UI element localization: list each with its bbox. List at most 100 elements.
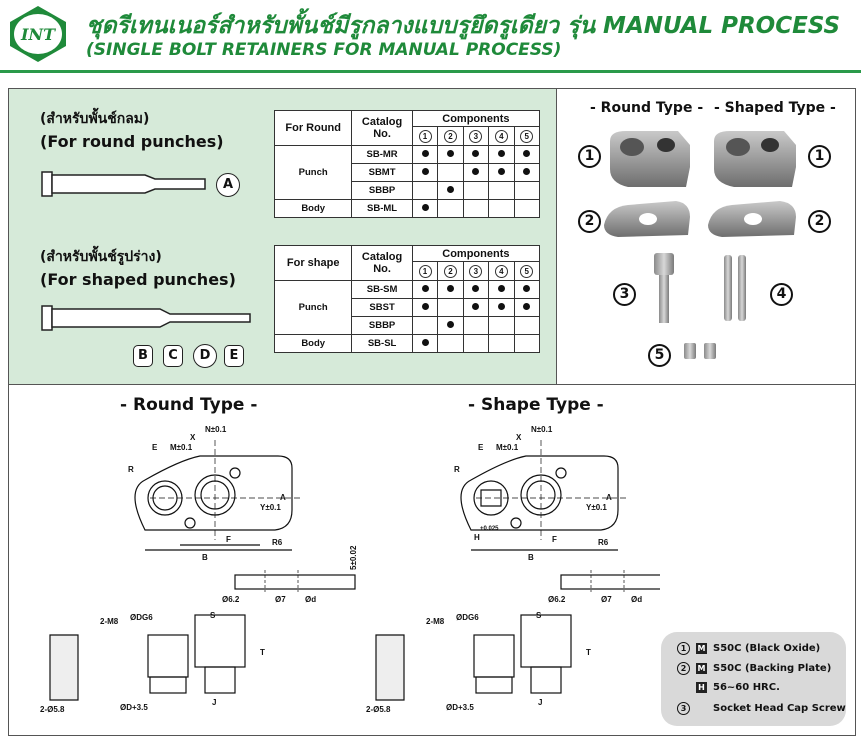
check-dot	[421, 150, 429, 157]
catalog-no: SBBP	[351, 316, 413, 335]
check-dot	[523, 168, 531, 175]
component-number: 4	[494, 264, 508, 278]
photo-shaped-type-title: - Shaped Type -	[714, 100, 836, 116]
group-label: Punch	[273, 145, 353, 200]
table-row: Body SB-ML	[273, 199, 541, 218]
dim-m: M±0.1	[496, 443, 519, 452]
shape-components-table: For shape Catalog No. Components 1 2 3 4…	[273, 244, 541, 353]
check-dot	[446, 321, 454, 328]
group-label: Body	[273, 199, 353, 218]
dim-a: A	[606, 493, 612, 502]
dim-n: N±0.1	[205, 425, 227, 434]
table-row: Punch SB-SM	[273, 280, 541, 335]
component-number: 2	[443, 129, 457, 143]
content-frame	[8, 88, 856, 736]
check-dot	[421, 285, 429, 292]
technical-drawings: N±0.1 X M±0.1 E R Y±0.1 A F B R6 Ø6.2 Ø7…	[40, 425, 660, 714]
dim-t: T	[260, 648, 265, 657]
shape-section-view	[560, 570, 660, 592]
callout-2-left: 2	[578, 210, 601, 233]
dim-dg6: ØDG6	[130, 613, 153, 622]
callout-4: 4	[770, 283, 793, 306]
component-number: 5	[520, 264, 534, 278]
check-dot	[446, 150, 454, 157]
catalog-no: SB-SM	[351, 280, 413, 299]
legend-mark: H	[696, 682, 707, 693]
tag-e: E	[224, 345, 244, 367]
header: INT ชุดรีเทนเนอร์สำหรับพั้นช์มีรูกลางแบบ…	[0, 0, 861, 72]
component-number: 5	[520, 129, 534, 143]
legend-text: S50C (Black Oxide)	[713, 643, 821, 654]
check-dot	[421, 168, 429, 175]
tag-c: C	[163, 345, 183, 367]
catalog-no: SBBP	[351, 181, 413, 200]
tag-a: A	[216, 173, 240, 197]
dim-dg6: ØDG6	[456, 613, 479, 622]
header-divider	[0, 70, 861, 73]
dim-m8: 2-M8	[100, 617, 119, 626]
check-dot	[472, 303, 480, 310]
table-header: Catalog No.	[351, 110, 413, 146]
dim-f: F	[552, 535, 557, 544]
legend-mark: M	[696, 663, 707, 674]
callout-1-left: 1	[578, 145, 601, 168]
round-punch-drawing	[41, 171, 206, 197]
dim-dd: Ød	[305, 595, 316, 604]
table-row: Punch SB-MR	[273, 145, 541, 200]
dim-x: X	[190, 433, 196, 442]
table-header: Components	[411, 244, 541, 263]
dim-j: J	[212, 698, 216, 707]
dim-h: H	[474, 533, 480, 542]
dim-five: 5±0.02	[349, 545, 358, 570]
dim-e: E	[152, 443, 158, 452]
dowel-pins-photo	[724, 255, 746, 321]
dim-hole: 2-Ø5.8	[366, 705, 391, 714]
check-dot	[497, 150, 505, 157]
dim-r6: R6	[598, 538, 609, 547]
dim-n: N±0.1	[531, 425, 553, 434]
round-side-view	[49, 614, 246, 701]
dim-h-tol: +0.025	[480, 526, 499, 532]
check-dot	[497, 168, 505, 175]
round-top-view	[134, 440, 300, 551]
dim-a: A	[280, 493, 286, 502]
catalog-no: SB-ML	[351, 199, 413, 218]
int-logo: INT	[10, 6, 66, 62]
dim-d7: Ø7	[601, 595, 612, 604]
check-dot	[421, 204, 429, 211]
product-photos-panel	[557, 89, 855, 385]
component-number: 3	[469, 264, 483, 278]
dim-m: M±0.1	[170, 443, 193, 452]
check-dot	[472, 150, 480, 157]
dim-b: B	[202, 553, 208, 562]
callout-3: 3	[613, 283, 636, 306]
component-number: 4	[494, 129, 508, 143]
dim-t: T	[586, 648, 591, 657]
shaped-backing-plate-photo	[708, 201, 796, 237]
shaped-retainer-block-photo	[714, 131, 796, 187]
dim-r6: R6	[272, 538, 283, 547]
check-dot	[472, 168, 480, 175]
shape-side-view	[375, 614, 572, 701]
table-header: Components	[411, 109, 541, 128]
catalog-no: SB-SL	[351, 334, 413, 353]
product-photos	[604, 131, 796, 359]
check-dot	[523, 150, 531, 157]
legend-mark: M	[696, 643, 707, 654]
component-number: 2	[443, 264, 457, 278]
dim-r: R	[454, 465, 460, 474]
tag-b: B	[133, 345, 153, 367]
check-dot	[497, 303, 505, 310]
check-dot	[472, 285, 480, 292]
legend-number: 3	[677, 702, 690, 715]
component-number: 1	[418, 129, 432, 143]
legend-text: Socket Head Cap Screw	[713, 703, 846, 714]
round-label-thai: (สำหรับพั้นช์กลม)	[40, 111, 150, 127]
shape-label-english: (For shaped punches)	[40, 270, 236, 289]
table-header: For Round	[273, 110, 353, 146]
page-title-thai: ชุดรีเทนเนอร์สำหรับพั้นช์มีรูกลางแบบรูยึ…	[86, 13, 841, 39]
callout-1-right: 1	[808, 145, 831, 168]
